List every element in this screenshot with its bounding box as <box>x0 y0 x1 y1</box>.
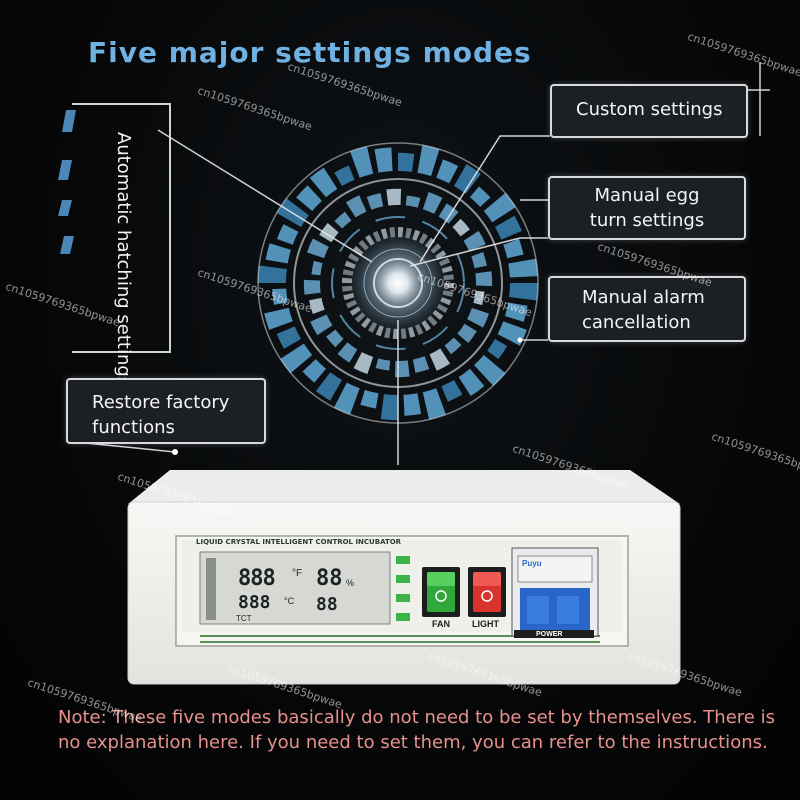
ring-segment <box>311 260 323 276</box>
ring-segment <box>265 243 292 264</box>
mode-automatic-hatching-label: Automatic hatching settings <box>113 132 134 387</box>
ring-segment <box>503 238 524 259</box>
ring-segment <box>337 342 358 363</box>
ring-segment <box>444 337 462 355</box>
ring-segment <box>474 354 506 386</box>
core-circle <box>373 258 423 308</box>
ring-segment <box>469 186 491 207</box>
ring-segment <box>272 288 288 305</box>
vertical-label-frame <box>58 103 171 353</box>
ring-segment <box>276 224 299 245</box>
ring-segment <box>504 302 528 322</box>
ring-segment <box>394 360 410 378</box>
ring-segment <box>457 323 477 343</box>
ring-segment <box>350 146 374 178</box>
ring-segment <box>494 215 522 240</box>
ring-segment <box>473 290 485 306</box>
power-label: POWER <box>536 631 563 638</box>
mode-manual-egg-turn-line1: Manual egg <box>594 185 700 206</box>
lcd-unit-f: °F <box>292 568 303 579</box>
ring-segment <box>458 368 485 396</box>
ring-segment <box>386 188 402 206</box>
ring-segment <box>334 382 360 415</box>
ring-segment <box>374 147 393 173</box>
ring-segment <box>309 297 325 314</box>
lcd-unit-c: °C <box>284 596 295 606</box>
ring-segment <box>417 145 440 177</box>
lcd-counter: 88 <box>316 594 338 615</box>
ring-segment <box>403 393 422 416</box>
ring-segment <box>475 271 493 287</box>
ring-segment <box>353 352 374 374</box>
mode-manual-egg-turn: Manual egg turn settings <box>548 176 746 240</box>
ring-segment <box>380 394 398 421</box>
mode-restore-factory-line2: functions <box>92 417 175 438</box>
ring-segment <box>276 326 302 349</box>
ring-segment <box>454 164 481 194</box>
breaker-brand: Puyu <box>522 559 542 568</box>
lcd-percent: % <box>346 578 355 588</box>
footnote: Note: These five modes basically do not … <box>58 707 775 753</box>
ring-segment <box>334 211 352 229</box>
fan-switch-label: FAN <box>432 619 450 629</box>
connector-lines <box>65 62 770 465</box>
ring-segment <box>467 307 489 328</box>
mode-restore-factory-line1: Restore factory <box>92 392 230 413</box>
ring-segment <box>483 193 516 223</box>
ring-segment <box>326 329 344 348</box>
ring-segment <box>487 339 508 360</box>
ring-segment <box>463 230 486 252</box>
panel-label: LIQUID CRYSTAL INTELLIGENT CONTROL INCUB… <box>196 538 402 546</box>
ring-segment <box>436 159 459 184</box>
ring-segment <box>315 372 342 401</box>
ring-segment <box>429 348 451 371</box>
ring-segment <box>360 389 379 409</box>
ring-segment <box>258 265 287 283</box>
lcd-tct: TCT <box>236 614 252 623</box>
ring-segment <box>302 359 327 383</box>
ring-segment <box>422 192 443 214</box>
ring-segment <box>309 167 338 198</box>
ring-segment <box>412 356 430 373</box>
ring-segment <box>307 238 329 259</box>
mode-manual-alarm-line2: cancellation <box>582 312 691 333</box>
ring-segment <box>345 195 367 218</box>
ring-segment <box>319 223 339 243</box>
ring-segment <box>471 252 487 269</box>
ring-segment <box>422 388 446 420</box>
page-title: Five major settings modes <box>88 36 532 69</box>
ring-segment <box>280 343 313 373</box>
ring-segment <box>334 165 355 187</box>
light-switch-label: LIGHT <box>472 619 499 629</box>
lcd-temp-main: 888 <box>238 566 276 591</box>
ring-segment <box>509 283 538 301</box>
mode-manual-alarm-line1: Manual alarm <box>582 287 705 308</box>
mode-custom-settings-label: Custom settings <box>576 99 723 120</box>
incubator-controller <box>127 470 681 685</box>
ring-segment <box>452 218 470 237</box>
mode-manual-egg-turn-line2: turn settings <box>589 210 705 231</box>
mode-manual-alarm: Manual alarm cancellation <box>548 276 746 342</box>
ring-segment <box>398 152 415 172</box>
ring-segment <box>310 314 333 336</box>
lcd-temp-second: 888 <box>238 592 271 613</box>
ring-segment <box>303 279 321 295</box>
mode-restore-factory: Restore factory functions <box>66 378 266 444</box>
ring-segment <box>375 358 391 371</box>
ring-segment <box>296 185 322 212</box>
ring-segment <box>405 195 421 208</box>
ring-segment <box>441 379 463 402</box>
mode-custom-settings: Custom settings <box>550 84 748 138</box>
ring-segment <box>366 193 384 210</box>
ring-segment <box>508 258 538 278</box>
lcd-humidity: 88 <box>316 566 343 591</box>
ring-segment <box>497 321 527 346</box>
ring-segment <box>264 307 293 330</box>
